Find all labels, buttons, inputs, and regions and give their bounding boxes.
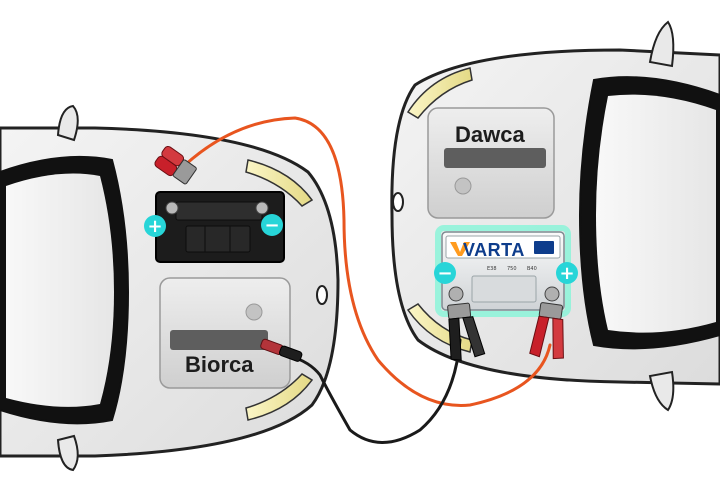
receiver-emblem — [316, 285, 328, 305]
svg-text:E38: E38 — [487, 266, 497, 272]
receiver-battery — [155, 191, 285, 263]
svg-text:−: − — [437, 263, 452, 284]
donor-red-clamp — [529, 302, 564, 360]
donor-plus-badge: + — [556, 262, 578, 284]
black-jumper-cable — [288, 338, 462, 444]
svg-text:+: + — [559, 263, 574, 284]
receiver-red-clamp — [154, 145, 197, 185]
svg-text:+: + — [147, 216, 162, 237]
donor-mirror-bottom — [648, 370, 675, 412]
receiver-windshield-glass — [6, 173, 114, 407]
svg-text:750: 750 — [507, 266, 517, 272]
receiver-label: Biorca — [185, 352, 254, 377]
donor-filler-cap — [454, 177, 472, 195]
receiver-filler-cap — [245, 303, 263, 321]
receiver-vent-bar — [170, 330, 268, 350]
donor-mirror-top — [648, 20, 675, 68]
receiver-car: Biorca + − — [0, 104, 340, 472]
receiver-headlight-top — [245, 159, 314, 207]
donor-battery: VARTA E38 750 B40 — [435, 225, 571, 317]
donor-windshield-glass — [596, 94, 716, 333]
red-jumper-cable — [183, 116, 552, 407]
donor-emblem — [392, 192, 404, 212]
svg-text:B40: B40 — [527, 266, 537, 272]
donor-headlight-top — [406, 67, 473, 119]
receiver-mirror-top — [56, 104, 79, 142]
receiver-plus-badge: + — [144, 215, 166, 237]
varta-brand-text: VARTA — [463, 240, 525, 260]
donor-car: Dawca VARTA E38 750 B40 − + — [390, 20, 720, 412]
receiver-minus-badge: − — [261, 214, 283, 236]
receiver-black-clamp — [260, 338, 303, 362]
svg-text:−: − — [264, 215, 279, 236]
donor-black-clamp — [447, 302, 486, 361]
donor-label: Dawca — [455, 122, 525, 147]
receiver-mirror-bottom — [56, 434, 79, 472]
donor-minus-badge: − — [434, 262, 456, 284]
donor-vent-bar — [444, 148, 546, 168]
varta-logo-icon — [450, 242, 470, 256]
receiver-headlight-bottom — [245, 373, 314, 421]
